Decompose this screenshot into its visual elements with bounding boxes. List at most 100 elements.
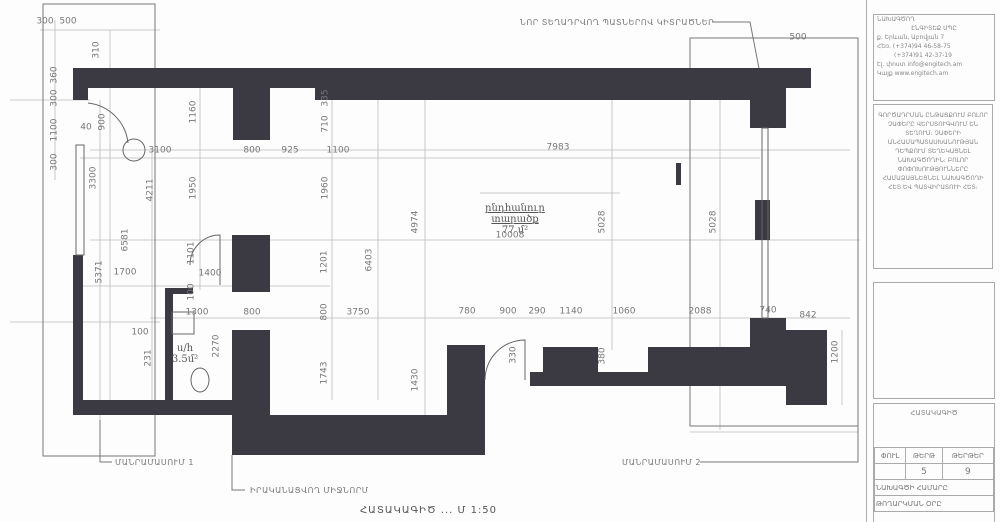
dim: 1960 [320,176,331,200]
wall [786,330,827,405]
room-name: ընդհանուր տարածք [485,203,545,225]
dim: 1743 [319,361,330,385]
dim: 1100 [326,145,350,156]
dim: 900 [97,113,108,131]
dim: 900 [499,306,517,317]
dim: 100 [131,327,149,338]
dim: 3300 [88,166,99,190]
dim: 2088 [688,306,712,317]
callout-detail-2: ՄԱՆՐԱՄԱՍՈՒՄ 2 [622,458,701,467]
dim: 330 [508,346,519,364]
dim: 800 [243,307,261,318]
wall [73,255,83,415]
dimension-lines [10,20,860,460]
value-stage [873,463,907,480]
dim: 300 [49,89,60,107]
dim: 500 [789,32,807,43]
dim: 1101 [186,241,197,265]
wall [750,85,786,128]
dim: 800 [319,303,330,321]
general-notes: ԳՈՐԾԱԴՐՄԱՆ ԸՆԹԱՑՔՈՒՄ ԲՈԼՈՐ ՉԱՓԵՐԸ ՎԵՐՍՏՈ… [873,104,993,269]
designer-label: ՆԱԽԱԳԾՈՂ [877,16,915,23]
dim: 925 [281,145,299,156]
email: Էլ. փոստ info@engitech.am [877,61,963,68]
sheet-title: ՀԱՏԱԿԱԳԻԾ ... Մ 1:50 [360,505,498,516]
dim: 780 [458,306,476,317]
dim: 1060 [612,306,636,317]
dim: 710 [320,115,331,133]
dim: 842 [799,310,817,321]
dim: 290 [528,306,546,317]
wall [73,68,811,88]
dim: 300 [49,153,60,171]
designer-box: ՆԱԽԱԳԾՈՂ ԷՆԳԻՏԵՔ ՍՊԸ ք. Երևան, Աբովյան 7… [873,14,995,101]
dim: 1700 [113,267,137,278]
dim: 1430 [410,368,421,392]
dim: 5371 [94,260,105,284]
dim: 300 [36,16,54,27]
address: ք. Երևան, Աբովյան 7 [877,34,945,41]
sheet-name: ՀԱՏԱԿԱԳԻԾ [910,409,958,417]
wall [447,345,485,455]
project-number: ՆԱԽԱԳԾԻ ՀԱՄԱՐԸ [874,479,994,496]
wall [73,400,270,415]
wall [232,235,270,292]
dim: 335 [320,89,331,107]
walls [73,68,827,455]
dim: 1160 [188,100,199,124]
dim: 2270 [211,334,222,358]
header-sheets: ԹԵՐԹԵՐ [941,447,995,464]
wall [543,347,598,386]
wall [750,318,786,386]
header-stage: ՓՈՒԼ [873,447,907,464]
wall [233,85,270,140]
phone: (+374)91 42-37-19 [894,52,952,59]
title-block: ՆԱԽԱԳԾՈՂ ԷՆԳԻՏԵՔ ՍՊԸ ք. Երևան, Աբովյան 7… [866,0,1000,522]
dim: 500 [59,16,77,27]
detail-frames [42,3,859,491]
dim: 380 [597,347,608,365]
dim: 1100 [49,118,60,142]
header-sheet: ԹԵՐԹ [905,447,943,464]
dim: 10008 [495,230,525,241]
dim: 5028 [597,210,608,234]
phone: Հեռ. (+374)94 46-58-75 [877,43,951,50]
dim: 1140 [559,306,583,317]
room-name: ս/հ [176,343,194,354]
callout-detail-1: ՄԱՆՐԱՄԱՍՈՒՄ 1 [115,458,194,467]
dim: 40 [80,122,92,133]
value-sheets: 9 [941,463,995,480]
room-main-label: ընդհանուր տարածք 77 մ² [460,203,570,236]
issue-date: ԹՈՂԱՐԿՄԱՆ ՕՐԸ [874,495,994,512]
dim: 1300 [185,307,209,318]
dim: 6581 [120,228,131,252]
bath-label: ս/հ 3.5մ² [170,343,200,365]
room-area: 77 մ² [501,225,529,236]
blank-box [873,282,995,399]
callout-new-walls: ՆՈՐ ՏԵՂԱԴՐՎՈՂ ՊԱՏՆԵՐՈՎ ԿԻՏՐԱԾՆԵՐ [520,18,715,27]
dim: 100 [186,283,197,301]
wall [648,347,750,386]
website: Կայք www.engitech.am [877,70,949,77]
dim: 4211 [145,178,156,202]
wall [165,288,193,294]
dim: 4974 [410,210,421,234]
dim: 1201 [319,250,330,274]
room-area: 3.5մ² [171,354,199,365]
doors-windows [75,102,769,393]
wall [232,415,447,455]
dim: 1400 [198,268,222,279]
wall [676,163,681,185]
dim: 360 [49,66,60,84]
dim: 1950 [188,176,199,200]
dim: 1200 [830,340,841,364]
callout-partition: ԻՐԱԿԱՆԱՑՎՈՂ ՄԻՋՆՈՐՄ [250,486,369,495]
wall [165,288,173,403]
value-sheet: 5 [905,463,943,480]
company-name: ԷՆԳԻՏԵՔ ՍՊԸ [911,25,957,32]
wall [73,68,88,100]
